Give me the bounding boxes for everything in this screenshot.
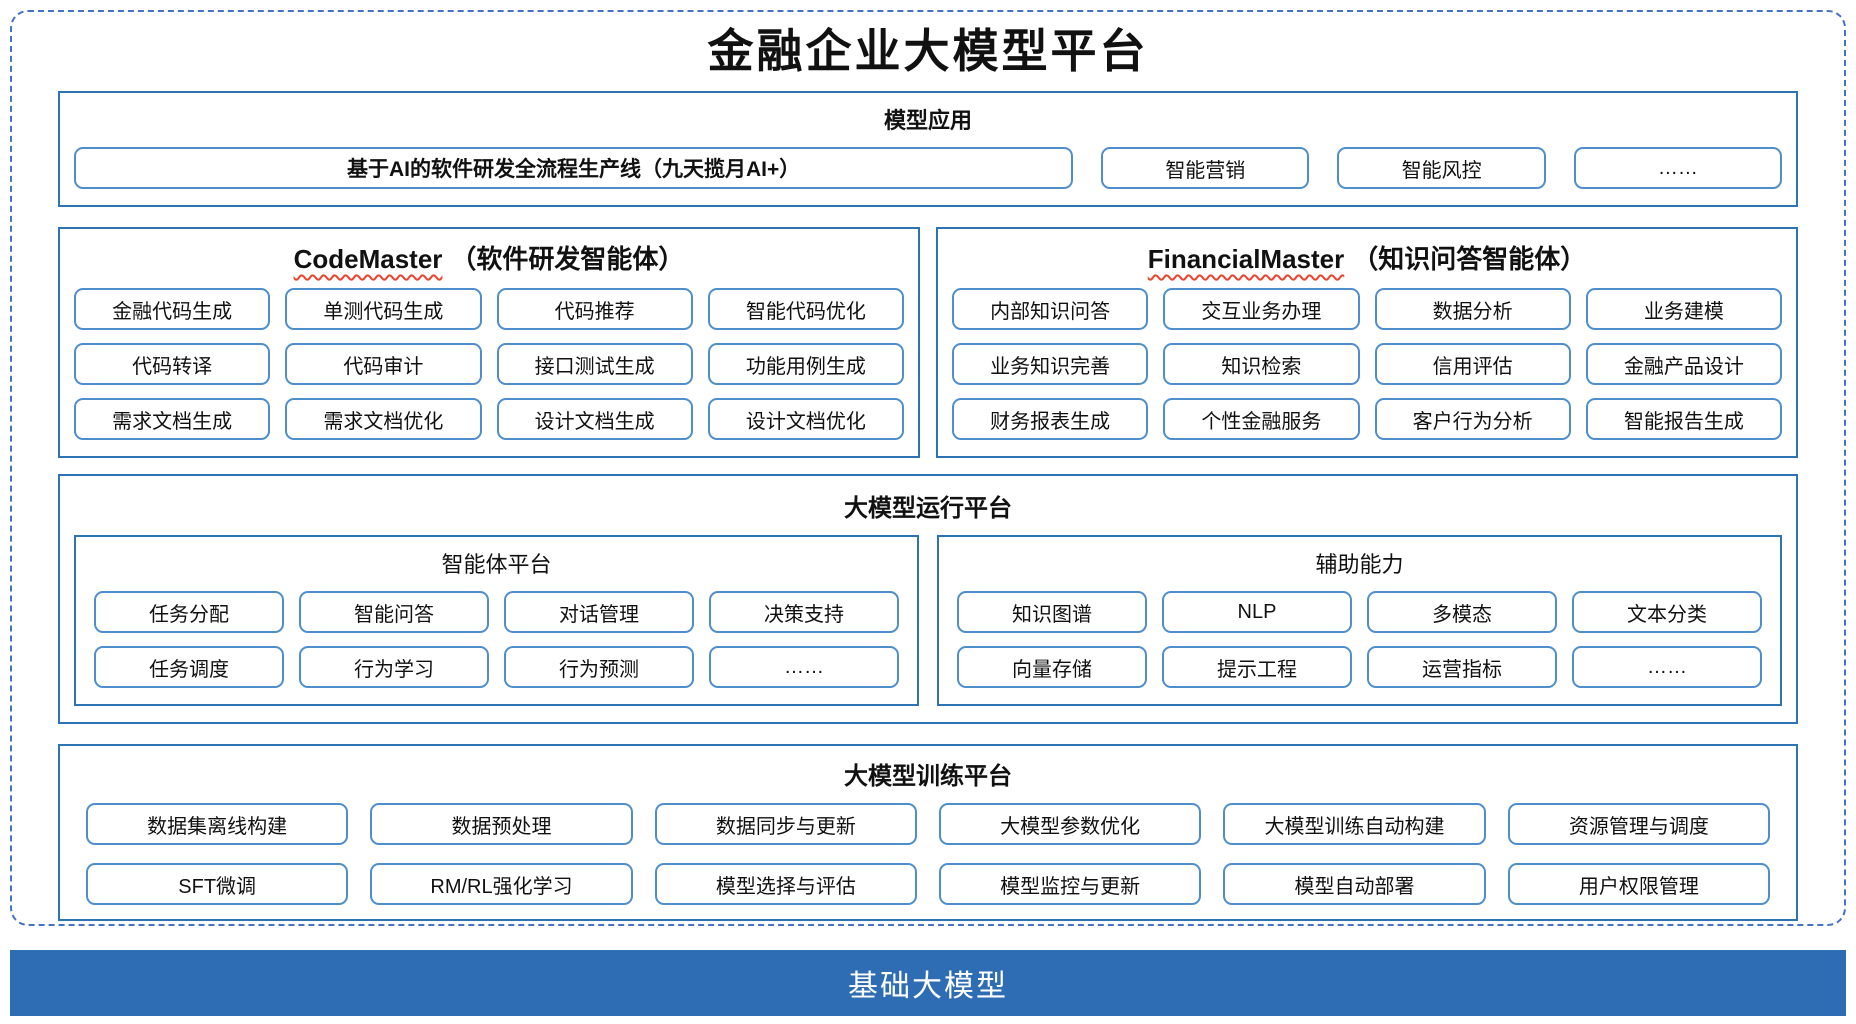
capability-box: 向量存储 (957, 646, 1147, 689)
capability-box: 任务分配 (94, 591, 284, 634)
capability-box: 智能报告生成 (1585, 398, 1782, 441)
platform-diagram-frame: 金融企业大模型平台 模型应用 基于AI的软件研发全流程生产线（九天揽月AI+） … (10, 10, 1846, 926)
capability-box: …… (1572, 646, 1762, 689)
agent-platform-panel: 智能体平台 任务分配智能问答对话管理决策支持任务调度行为学习行为预测 …… (74, 535, 919, 707)
financialmaster-capability-grid: 内部知识问答交互业务办理数据分析业务建模业务知识完善知识检索信用评估金融产品设计… (952, 288, 1782, 441)
capability-box: 业务建模 (1585, 288, 1782, 331)
capability-box: 大模型训练自动构建 (1223, 803, 1486, 846)
capability-box: 个性金融服务 (1163, 398, 1360, 441)
capability-box: 决策支持 (709, 591, 899, 634)
codemaster-capability-grid: 金融代码生成单测代码生成代码推荐智能代码优化代码转译代码审计接口测试生成功能用例… (74, 288, 904, 441)
capability-box: 金融产品设计 (1585, 343, 1782, 386)
application-box: 智能风控 (1337, 147, 1546, 190)
capability-box: 知识检索 (1163, 343, 1360, 386)
capability-box: 运营指标 (1367, 646, 1557, 689)
capability-box: 智能代码优化 (707, 288, 904, 331)
capability-box: 数据预处理 (370, 803, 633, 846)
capability-box: 接口测试生成 (496, 343, 693, 386)
financialmaster-header: FinancialMaster（知识问答智能体） (952, 239, 1782, 276)
capability-box: SFT微调 (86, 863, 349, 906)
application-box: 智能营销 (1101, 147, 1310, 190)
capability-box: 数据分析 (1374, 288, 1571, 331)
section-financialmaster: FinancialMaster（知识问答智能体） 内部知识问答交互业务办理数据分… (936, 227, 1798, 459)
capability-box: 用户权限管理 (1507, 863, 1770, 906)
capability-box: 知识图谱 (957, 591, 1147, 634)
application-box-list: 智能营销智能风控 …… (1101, 147, 1783, 190)
capability-box: 财务报表生成 (952, 398, 1149, 441)
capability-box: …… (709, 646, 899, 689)
capability-box: 对话管理 (504, 591, 694, 634)
runtime-row: 智能体平台 任务分配智能问答对话管理决策支持任务调度行为学习行为预测 …… 辅助能… (74, 535, 1782, 707)
model-application-header: 模型应用 (883, 108, 972, 134)
capability-box: 数据集离线构建 (86, 803, 349, 846)
section-training-platform: 大模型训练平台 数据集离线构建数据预处理数据同步与更新大模型参数优化大模型训练自… (58, 744, 1798, 922)
capability-box: 文本分类 (1572, 591, 1762, 634)
aux-capability-label: 辅助能力 (1315, 552, 1404, 578)
agent-platform-label: 智能体平台 (441, 552, 552, 578)
capability-box: 行为预测 (504, 646, 694, 689)
section-runtime-platform: 大模型运行平台 智能体平台 任务分配智能问答对话管理决策支持任务调度行为学习行为… (58, 474, 1798, 725)
codemaster-name: CodeMaster (293, 244, 443, 275)
capability-box: 模型选择与评估 (654, 863, 917, 906)
runtime-platform-header: 大模型运行平台 (844, 495, 1012, 523)
capability-box: 设计文档优化 (707, 398, 904, 441)
capability-box: 行为学习 (299, 646, 489, 689)
capability-box: 内部知识问答 (952, 288, 1149, 331)
capability-box: 模型自动部署 (1223, 863, 1486, 906)
training-platform-header: 大模型训练平台 (844, 763, 1012, 791)
capability-box: NLP (1162, 591, 1352, 634)
section-model-application: 模型应用 基于AI的软件研发全流程生产线（九天揽月AI+） 智能营销智能风控 …… (58, 91, 1798, 208)
codemaster-subtitle: （软件研发智能体） (450, 244, 685, 275)
codemaster-header: CodeMaster（软件研发智能体） (74, 239, 904, 276)
page-title: 金融企业大模型平台 (707, 24, 1149, 78)
capability-box: RM/RL强化学习 (370, 863, 633, 906)
capability-box: 代码转译 (74, 343, 271, 386)
capability-box: 需求文档优化 (285, 398, 482, 441)
capability-box: 代码推荐 (496, 288, 693, 331)
capability-box: 客户行为分析 (1374, 398, 1571, 441)
capability-box: 数据同步与更新 (654, 803, 917, 846)
capability-box: 代码审计 (285, 343, 482, 386)
aux-capability-grid: 知识图谱 NLP 多模态文本分类向量存储提示工程运营指标 …… (957, 591, 1762, 689)
foundation-model-label: 基础大模型 (848, 970, 1008, 1003)
capability-box: 信用评估 (1374, 343, 1571, 386)
application-row: 基于AI的软件研发全流程生产线（九天揽月AI+） 智能营销智能风控 …… (72, 147, 1784, 190)
capability-box: 大模型参数优化 (939, 803, 1202, 846)
capability-box: 交互业务办理 (1163, 288, 1360, 331)
capability-box: 业务知识完善 (952, 343, 1149, 386)
financialmaster-subtitle: （知识问答智能体） (1352, 244, 1587, 275)
capability-box: 多模态 (1367, 591, 1557, 634)
capability-box: 功能用例生成 (707, 343, 904, 386)
aux-capability-panel: 辅助能力 知识图谱 NLP 多模态文本分类向量存储提示工程运营指标 …… (937, 535, 1782, 707)
financialmaster-name: FinancialMaster (1147, 244, 1345, 275)
application-box: …… (1573, 147, 1783, 190)
capability-box: 资源管理与调度 (1507, 803, 1770, 846)
ai-pipeline-box: 基于AI的软件研发全流程生产线（九天揽月AI+） (74, 147, 1074, 190)
foundation-model-bar: 基础大模型 (10, 950, 1846, 1016)
agent-platform-grid: 任务分配智能问答对话管理决策支持任务调度行为学习行为预测 …… (94, 591, 899, 689)
capability-box: 提示工程 (1162, 646, 1352, 689)
section-codemaster: CodeMaster（软件研发智能体） 金融代码生成单测代码生成代码推荐智能代码… (58, 227, 920, 459)
capability-box: 需求文档生成 (74, 398, 271, 441)
capability-box: 模型监控与更新 (939, 863, 1202, 906)
capability-box: 设计文档生成 (496, 398, 693, 441)
agents-row: CodeMaster（软件研发智能体） 金融代码生成单测代码生成代码推荐智能代码… (58, 227, 1798, 459)
capability-box: 金融代码生成 (74, 288, 271, 331)
training-capability-grid: 数据集离线构建数据预处理数据同步与更新大模型参数优化大模型训练自动构建资源管理与… (86, 803, 1770, 906)
capability-box: 单测代码生成 (285, 288, 482, 331)
capability-box: 智能问答 (299, 591, 489, 634)
capability-box: 任务调度 (94, 646, 284, 689)
